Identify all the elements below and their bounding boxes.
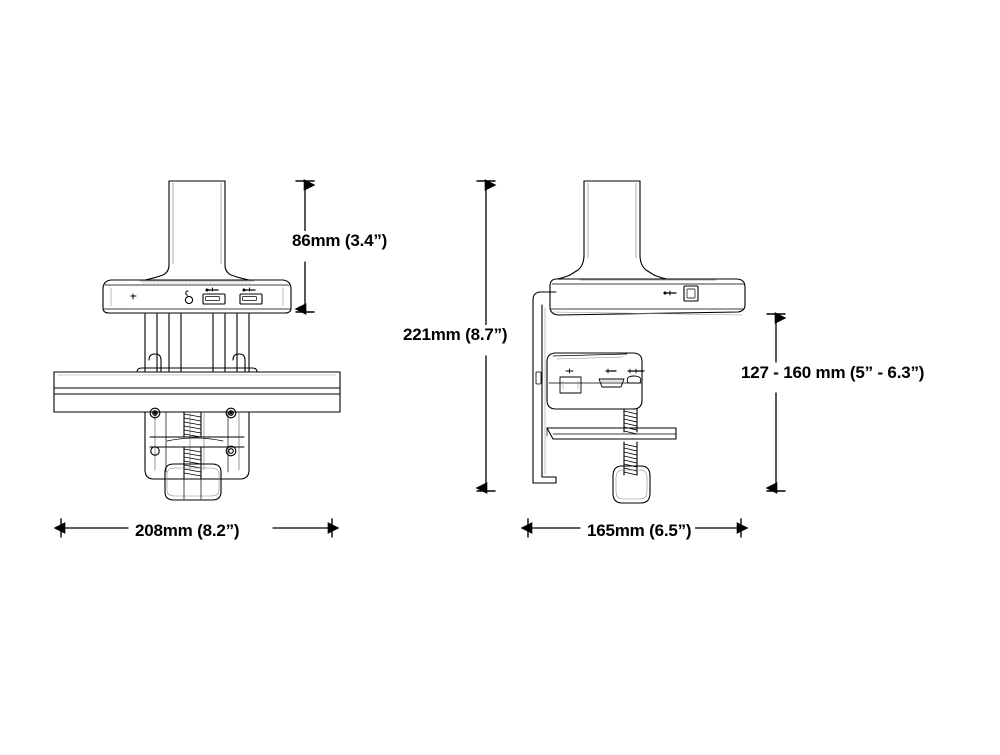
front-view-hub	[102, 279, 292, 314]
front-view-desk	[53, 371, 341, 413]
side-view	[532, 180, 746, 504]
side-view-screw	[623, 408, 638, 476]
side-view-post	[556, 180, 668, 280]
headphone-jack-icon	[184, 290, 194, 305]
data-port-icon	[598, 368, 625, 388]
dimension-label-clamp-range: 127 - 160 mm (5” - 6.3”)	[737, 363, 929, 383]
dimension-221mm	[475, 179, 497, 494]
side-view-desk	[546, 427, 677, 440]
side-view-hub	[549, 278, 746, 316]
usb-a-port-icon	[202, 287, 226, 305]
front-view-ports	[130, 287, 263, 305]
dimension-label-side-depth: 165mm (6.5”)	[583, 521, 696, 541]
power-input-icon	[559, 368, 582, 394]
usb-b-port-icon	[663, 285, 699, 302]
front-view	[53, 180, 341, 501]
side-view-bracket	[532, 291, 557, 484]
dimension-label-hub-height: 86mm (3.4”)	[288, 231, 392, 251]
power-icon	[130, 293, 137, 300]
dimension-clamp-range	[765, 312, 787, 494]
dimension-label-total-height: 221mm (8.7”)	[399, 325, 512, 345]
front-view-struts	[136, 313, 258, 373]
front-view-post	[144, 180, 250, 281]
dimension-86mm	[294, 179, 316, 315]
side-view-base	[546, 352, 645, 410]
reset-port-icon	[626, 368, 645, 384]
front-view-knob	[164, 463, 222, 501]
dimension-165mm	[520, 518, 749, 538]
dimension-208mm	[53, 518, 340, 538]
front-view-clamp	[144, 407, 250, 480]
usb-a-port-icon	[239, 287, 263, 305]
dimension-label-front-width: 208mm (8.2”)	[131, 521, 244, 541]
side-view-knob	[612, 465, 651, 504]
